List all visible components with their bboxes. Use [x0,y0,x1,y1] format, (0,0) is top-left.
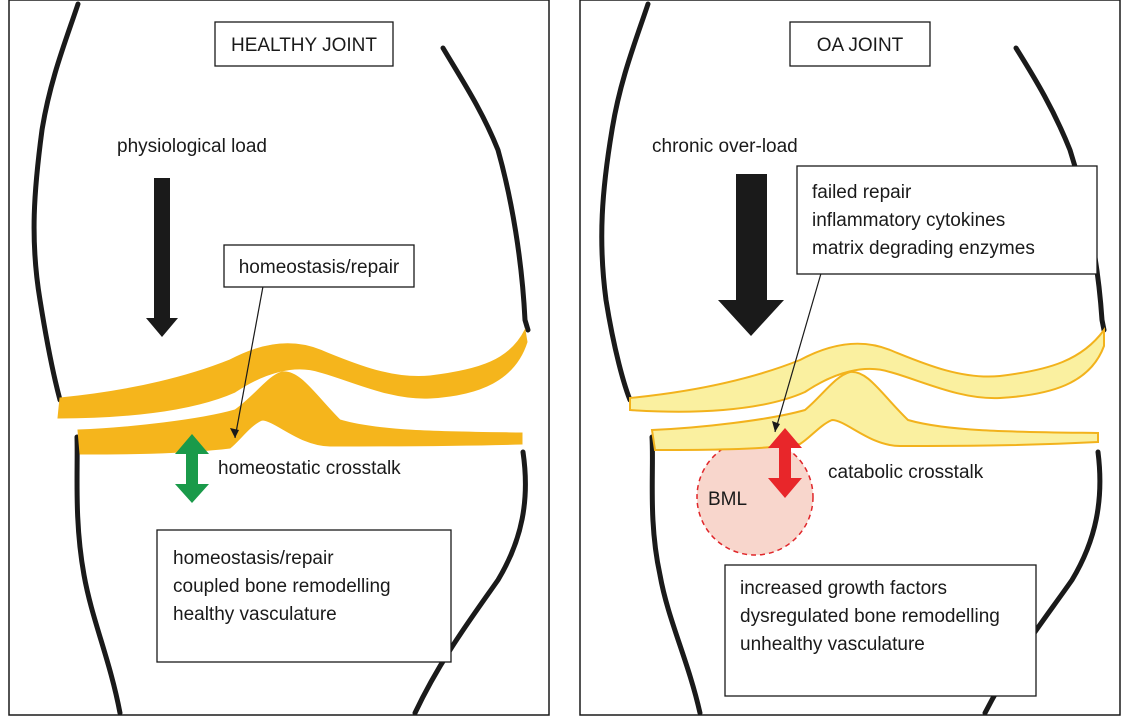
oa-cartilage-line-2: inflammatory cytokines [812,210,1005,231]
oa-load-label: chronic over-load [652,136,798,157]
oa-crosstalk-label: catabolic crosstalk [828,462,984,483]
oa-bone-line-2: dysregulated bone remodelling [740,606,1000,627]
healthy-bone-line-1: homeostasis/repair [173,548,334,569]
healthy-crosstalk-label: homeostatic crosstalk [218,458,401,479]
healthy-title: HEALTHY JOINT [231,35,377,56]
oa-joint-panel: OA JOINT chronic over-load failed repair… [580,0,1120,715]
healthy-load-arrow [146,178,178,337]
oa-bone-line-3: unhealthy vasculature [740,634,925,655]
oa-title: OA JOINT [817,35,904,56]
healthy-bone-line-2: coupled bone remodelling [173,576,391,597]
healthy-femur-left-outline [34,4,78,400]
oa-lesion-label: BML [708,489,747,510]
healthy-load-label: physiological load [117,136,267,157]
oa-cartilage-line-3: matrix degrading enzymes [812,238,1035,259]
oa-bone-line-1: increased growth factors [740,578,947,599]
healthy-joint-panel: HEALTHY JOINT physiological load homeost… [9,0,549,715]
oa-femur-left-outline [602,4,648,400]
oa-tibia-left-outline [652,437,700,713]
healthy-bone-line-3: healthy vasculature [173,604,337,625]
healthy-tibia-left-outline [77,437,120,713]
healthy-cartilage-box-text: homeostasis/repair [239,257,400,278]
healthy-femur-right-outline [443,48,528,330]
oa-load-arrow [718,174,784,336]
oa-cartilage-line-1: failed repair [812,182,912,203]
